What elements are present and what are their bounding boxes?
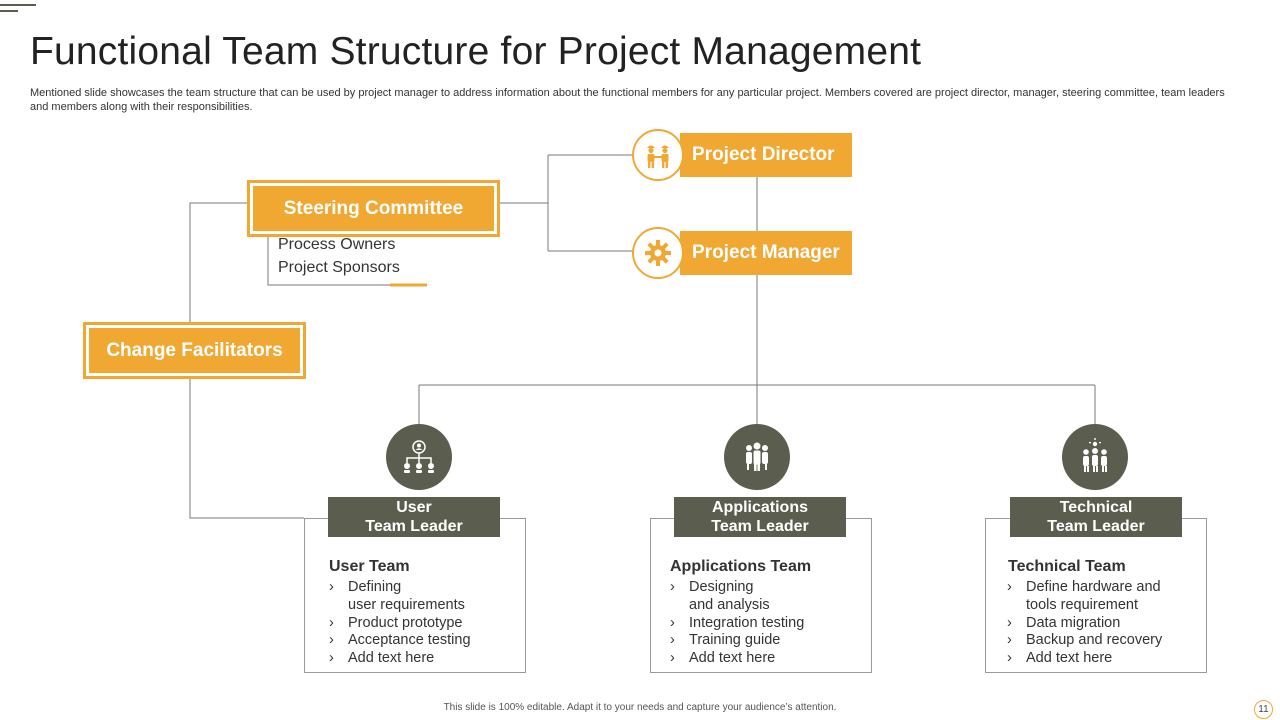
gear-icon xyxy=(645,240,671,266)
user-team-icon-circle xyxy=(386,424,452,490)
steering-committee-members: Process Owners Project Sponsors xyxy=(278,233,400,279)
connector-line xyxy=(189,367,304,519)
footer-note: This slide is 100% editable. Adapt it to… xyxy=(443,702,837,713)
list-item: Backup and recovery xyxy=(1007,632,1162,650)
list-item: Add text here xyxy=(329,650,471,668)
project-director-label: Project Director xyxy=(692,144,835,165)
list-item: Add text here xyxy=(1007,650,1162,668)
page-number: 11 xyxy=(1254,700,1273,719)
project-manager-box: Project Manager xyxy=(680,231,852,275)
corner-accent-line xyxy=(0,10,18,12)
technical-team-leader-box: Technical Team Leader xyxy=(1010,497,1182,537)
technical-team-icon-circle xyxy=(1062,424,1128,490)
connector-line xyxy=(267,226,427,286)
steering-committee-box: Steering Committee xyxy=(247,180,500,237)
list-item: Add text here xyxy=(670,650,804,668)
list-item: Process Owners xyxy=(278,236,396,253)
corner-accent-line xyxy=(0,4,36,6)
applications-team-leader-box: Applications Team Leader xyxy=(674,497,846,537)
leader-label-line: Team Leader xyxy=(365,518,463,535)
list-item: Data migration xyxy=(1007,615,1162,633)
list-item: Product prototype xyxy=(329,615,471,633)
leader-label-line: Team Leader xyxy=(1047,518,1145,535)
change-facilitators-box: Change Facilitators xyxy=(83,322,306,379)
applications-team-icon-circle xyxy=(724,424,790,490)
leader-label-line: Team Leader xyxy=(711,518,809,535)
leader-label-line: User xyxy=(396,499,432,516)
technical-team-title: Technical Team xyxy=(1008,558,1126,575)
page-title: Functional Team Structure for Project Ma… xyxy=(30,30,922,73)
project-director-icon-circle xyxy=(632,129,684,181)
user-team-title: User Team xyxy=(329,558,410,575)
steering-committee-label: Steering Committee xyxy=(253,186,494,231)
user-team-leader-box: User Team Leader xyxy=(328,497,500,537)
project-manager-label: Project Manager xyxy=(692,242,840,263)
project-director-box: Project Director xyxy=(680,133,852,177)
list-item: Training guide xyxy=(670,632,804,650)
team-idea-icon xyxy=(1083,438,1107,472)
org-chart-icon xyxy=(404,440,434,473)
list-item: Project Sponsors xyxy=(278,259,400,276)
leader-label-line: Applications xyxy=(711,499,808,516)
list-item: Acceptance testing xyxy=(329,632,471,650)
team-group-icon xyxy=(746,442,768,471)
applications-team-title: Applications Team xyxy=(670,558,812,575)
workers-icon xyxy=(647,145,669,168)
project-manager-icon-circle xyxy=(632,227,684,279)
change-facilitators-label: Change Facilitators xyxy=(89,328,300,373)
connector-line xyxy=(189,202,247,322)
list-item: Integration testing xyxy=(670,615,804,633)
leader-label-line: Technical xyxy=(1059,499,1133,516)
page-subtitle: Mentioned slide showcases the team struc… xyxy=(30,87,1225,113)
